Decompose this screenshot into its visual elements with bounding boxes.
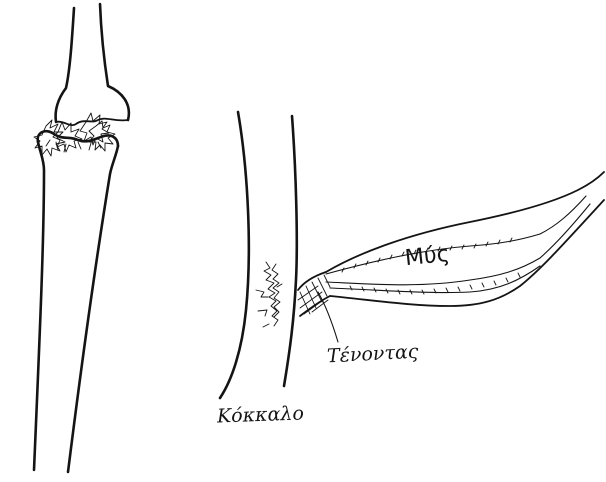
tendon-hatching xyxy=(298,275,330,314)
muscle-label: Μύς xyxy=(404,242,451,272)
upper-bone xyxy=(56,8,74,122)
joint-diagram xyxy=(34,4,129,472)
bone-shaft-left xyxy=(220,112,249,398)
bone-spur xyxy=(256,262,282,327)
tendon xyxy=(298,272,330,316)
lower-bone-right-edge xyxy=(68,146,118,472)
muscle-upper-outline xyxy=(326,172,604,272)
tendon-outline xyxy=(298,272,330,316)
muscle xyxy=(326,172,604,306)
upper-bone-head xyxy=(56,119,128,126)
lower-bone xyxy=(34,142,44,470)
muscle-tip xyxy=(540,196,590,258)
muscle-fiber-center xyxy=(330,266,540,293)
bone-shaft-right xyxy=(284,116,297,386)
bone-label: Κόκκαλο xyxy=(217,402,305,427)
upper-bone-right-edge xyxy=(100,4,129,120)
